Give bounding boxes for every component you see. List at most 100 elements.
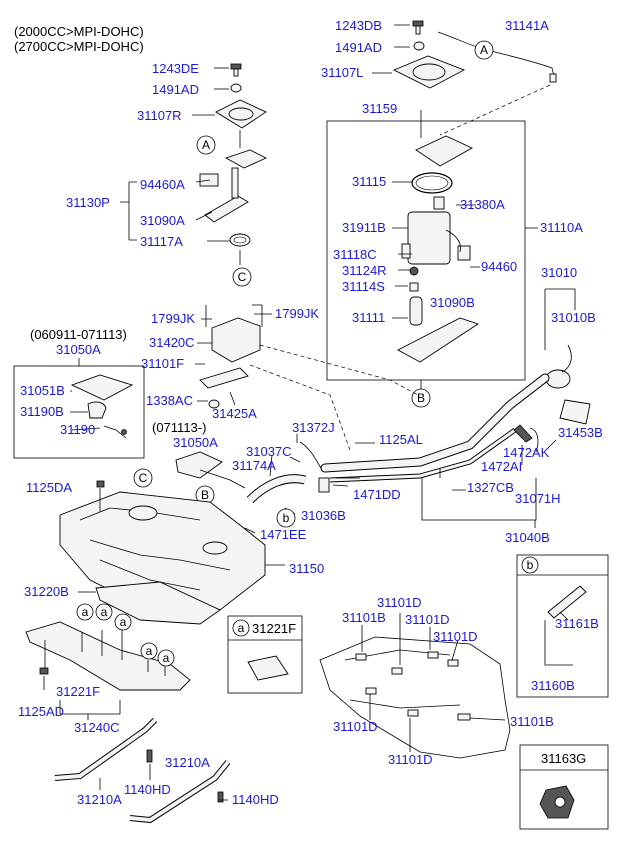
pump-top-plate <box>415 135 473 167</box>
label-1140hd-right: 1140HD <box>232 792 279 807</box>
pump-assembly-box <box>326 120 526 381</box>
pad-tank-outline <box>319 613 511 759</box>
label-1471dd: 1471DD <box>353 487 401 502</box>
protector-31220b <box>78 581 221 625</box>
label-1472ak: 1472AK <box>503 445 550 460</box>
canister-31420c <box>211 317 261 363</box>
label-1243db: 1243DB <box>335 18 382 33</box>
label-31453b: 31453B <box>558 425 603 440</box>
label-31010b: 31010B <box>551 310 596 325</box>
label-31210a-lower: 31210A <box>77 792 122 807</box>
left-sender-group <box>120 63 268 265</box>
label-31124r: 31124R <box>342 263 387 278</box>
label-1799jk-right: 1799JK <box>275 306 319 321</box>
sender-plate <box>224 149 268 169</box>
label-31221f-lower: 31221F <box>56 684 100 699</box>
range-label-2: (071113-) <box>152 420 206 435</box>
pump-body-31911b <box>407 211 451 265</box>
label-31190b: 31190B <box>20 404 64 419</box>
label-31111: 31111 <box>352 310 385 325</box>
right-pump-group <box>326 20 557 392</box>
label-31372j: 31372J <box>292 420 335 435</box>
canister-group <box>195 304 421 451</box>
label-31107r: 31107R <box>137 108 182 123</box>
label-1243de: 1243DE <box>152 61 199 76</box>
label-31420c: 31420C <box>149 335 195 350</box>
label-31911b: 31911B <box>342 220 386 235</box>
label-31240c: 31240C <box>74 720 120 735</box>
callout-b-mid: b <box>276 508 296 528</box>
label-31174a: 31174A <box>232 458 276 473</box>
under-cover-31240c <box>25 621 191 720</box>
label-31040b: 31040B <box>505 530 550 545</box>
label-31425a: 31425A <box>212 406 257 421</box>
callout-A-left: A <box>196 135 216 155</box>
label-31101d-1: 31101D <box>377 595 422 610</box>
label-1471ee: 1471EE <box>260 527 307 542</box>
label-31161b: 31161B <box>555 616 599 631</box>
bushing-1338ac <box>208 399 220 409</box>
oring-31115 <box>411 172 453 194</box>
label-31101b-1: 31101B <box>342 610 386 625</box>
callout-A-right: A <box>474 40 494 60</box>
box-31050a-old <box>13 358 145 459</box>
label-31118c: 31118C <box>333 247 377 262</box>
bracket-31101f <box>199 367 249 389</box>
label-1338ac: 1338AC <box>146 393 193 408</box>
callout-a-3: a <box>114 613 132 631</box>
label-31150: 31150 <box>289 561 324 576</box>
svg-text:B: B <box>417 391 425 405</box>
label-1799jk-left: 1799JK <box>151 311 195 326</box>
label-94460: 94460 <box>481 259 517 274</box>
label-31051b: 31051B <box>20 383 65 398</box>
straps-31210a <box>54 717 231 824</box>
filter-31111 <box>409 296 423 326</box>
svg-text:a: a <box>146 644 153 658</box>
label-31050a-1: 31050A <box>56 342 101 357</box>
svg-text:C: C <box>238 270 247 284</box>
label-31101d-2: 31101D <box>405 612 450 627</box>
label-31101d-3: 31101D <box>433 629 478 644</box>
canister-31050a-new <box>175 451 223 479</box>
label-1327cb: 1327CB <box>467 480 514 495</box>
svg-text:a: a <box>120 615 127 629</box>
callout-a-4: a <box>140 642 158 660</box>
filler-neck-group <box>199 373 591 534</box>
fuel-tank-31150 <box>59 480 285 616</box>
callout-a-2: a <box>95 603 113 621</box>
svg-text:A: A <box>480 43 488 57</box>
label-31050a-2: 31050A <box>173 435 218 450</box>
label-31101f: 31101F <box>141 356 184 371</box>
sender-float-arm <box>204 195 249 223</box>
label-31141a: 31141A <box>505 18 549 33</box>
svg-text:a: a <box>82 605 89 619</box>
label-31114s: 31114S <box>342 279 385 294</box>
label-1491ad-right: 1491AD <box>335 40 382 55</box>
label-31210a-upper: 31210A <box>165 755 210 770</box>
grommet-1491ad-left <box>230 83 242 93</box>
filler-cap-group <box>544 288 576 389</box>
label-31160b: 31160B <box>531 678 575 693</box>
svg-text:b: b <box>527 558 534 572</box>
svg-text:A: A <box>202 138 210 152</box>
box-b-31160b: b <box>516 554 609 698</box>
svg-text:a: a <box>163 651 170 665</box>
label-31101d-5: 31101D <box>388 752 433 767</box>
label-31090a: 31090A <box>140 213 185 228</box>
svg-text:a: a <box>238 621 245 635</box>
label-1491ad-left: 1491AD <box>152 82 199 97</box>
label-31037c: 31037C <box>246 444 292 459</box>
callout-B-right: B <box>411 388 431 408</box>
svg-text:C: C <box>139 471 148 485</box>
label-94460a: 94460A <box>140 177 185 192</box>
label-31220b: 31220B <box>24 584 69 599</box>
callout-a-5: a <box>157 649 175 667</box>
engine-spec-line-1: (2000CC>MPI-DOHC) <box>14 24 144 39</box>
strainer-31090b <box>397 317 480 363</box>
box-31163g <box>519 744 609 830</box>
label-1125ad: 1125AD <box>18 704 64 719</box>
label-31071h: 31071H <box>515 491 561 506</box>
svg-text:B: B <box>201 488 209 502</box>
grommet-1491ad-right <box>413 41 425 51</box>
